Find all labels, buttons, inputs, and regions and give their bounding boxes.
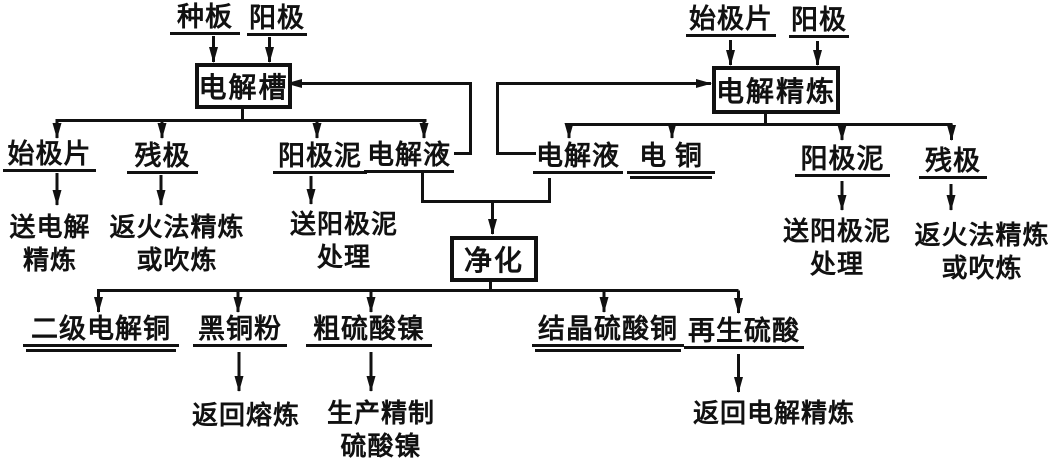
disposition-line: 返火法精炼 — [109, 213, 245, 242]
node-anode-right: 阳极 — [789, 5, 849, 38]
disposition-line: 送阳极泥 — [782, 217, 891, 246]
node-crude-nickel-sulfate: 粗硫酸镍 — [306, 314, 432, 347]
disposition-line: 返回熔炼 — [191, 401, 300, 430]
node-electrolyte-left: 电解液 — [364, 140, 454, 173]
node-starting-sheet-in: 始极片 — [686, 4, 776, 37]
node-regenerated-sulfuric-acid: 再生硫酸 — [684, 316, 804, 349]
process-box-electrolysis-cell: 电解槽 — [195, 63, 292, 109]
disposition-slime-treatment-right: 送阳极泥 处理 — [775, 215, 899, 281]
node-seed-plate: 种板 — [170, 2, 240, 35]
disposition-line: 或吹炼 — [941, 254, 1023, 283]
disposition-line: 硫酸镍 — [340, 432, 422, 459]
disposition-line: 返回电解精炼 — [692, 399, 855, 428]
disposition-line: 精炼 — [22, 246, 77, 275]
disposition-line: 处理 — [809, 250, 864, 279]
node-second-grade-copper: 二级电解铜 — [23, 314, 179, 352]
flow-line-electrolyte-merge — [421, 173, 551, 203]
disposition-return-electrolytic-refining: 返回电解精炼 — [682, 397, 866, 430]
disposition-line: 返火法精炼 — [914, 221, 1050, 250]
flow-loop-electrolyte-to-cell — [286, 79, 472, 155]
node-anode-slime-left: 阳极泥 — [273, 141, 367, 174]
disposition-line: 处理 — [316, 243, 371, 272]
node-starting-sheet-out: 始极片 — [3, 139, 96, 172]
disposition-line: 或吹炼 — [136, 246, 218, 275]
flow-loop-electrolyte-to-refining — [496, 79, 712, 155]
node-crystallized-copper-sulfate: 结晶硫酸铜 — [532, 314, 684, 352]
node-anode-left: 阳极 — [247, 3, 307, 36]
node-anode-slime-right: 阳极泥 — [795, 144, 890, 177]
disposition-return-smelting: 返回熔炼 — [184, 399, 308, 432]
disposition-line: 送电解 — [9, 213, 91, 242]
node-electro-copper: 电 铜 — [627, 141, 715, 179]
process-box-purification: 净化 — [450, 236, 538, 282]
disposition-fire-refining-right: 返火法精炼 或吹炼 — [906, 219, 1058, 285]
node-electrolyte-right: 电解液 — [533, 141, 623, 174]
node-anode-scrap-left: 残极 — [127, 141, 198, 174]
node-black-copper-powder: 黑铜粉 — [193, 314, 287, 347]
disposition-line: 送阳极泥 — [289, 210, 398, 239]
node-anode-scrap-right: 残极 — [919, 146, 987, 179]
process-box-electrolytic-refining: 电解精炼 — [712, 66, 840, 114]
disposition-refined-nickel-sulfate: 生产精制 硫酸镍 — [317, 397, 445, 459]
disposition-slime-treatment-left: 送阳极泥 处理 — [282, 208, 406, 274]
disposition-send-electrolytic-refining: 送电解 精炼 — [2, 211, 98, 277]
disposition-line: 生产精制 — [326, 399, 435, 428]
disposition-fire-refining-left: 返火法精炼 或吹炼 — [97, 211, 257, 277]
